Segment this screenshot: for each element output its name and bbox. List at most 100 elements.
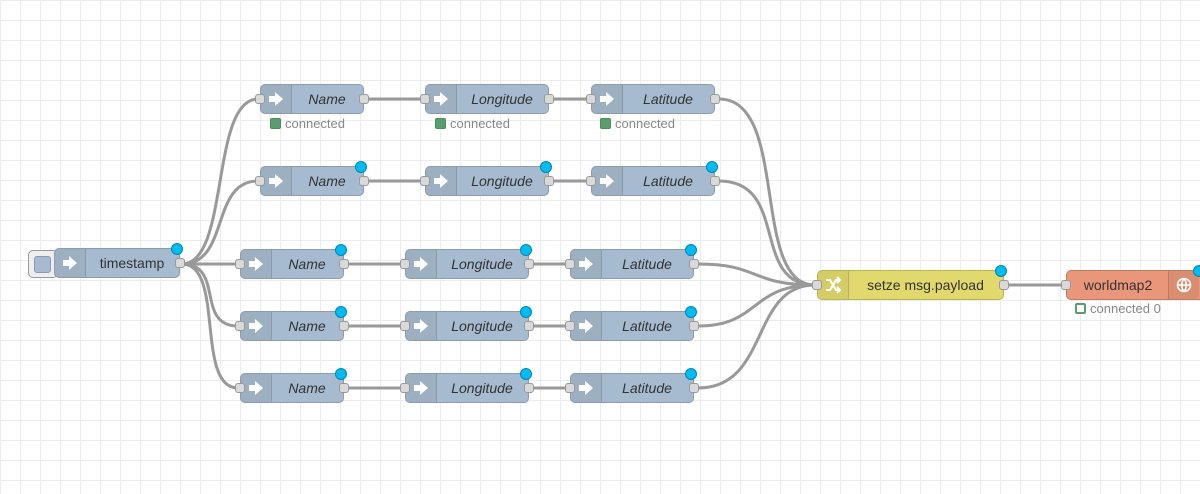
- arrow-in-icon: [261, 85, 292, 113]
- output-port[interactable]: [689, 383, 699, 393]
- input-port[interactable]: [235, 259, 245, 269]
- status-square-icon: [435, 118, 446, 129]
- output-port[interactable]: [710, 94, 720, 104]
- wire: [696, 283, 817, 390]
- node-status: connected: [600, 116, 675, 131]
- arrow-in-icon: [406, 312, 437, 340]
- node-latitude-1[interactable]: Latitude: [586, 84, 720, 114]
- node-label: Longitude: [451, 380, 513, 396]
- wire: [180, 179, 260, 266]
- changed-indicator: [520, 306, 532, 318]
- input-port[interactable]: [255, 94, 265, 104]
- wire: [180, 97, 260, 266]
- node-longitude-3[interactable]: Longitude: [400, 244, 534, 279]
- node-latitude-2[interactable]: Latitude: [586, 161, 720, 196]
- output-port[interactable]: [339, 259, 349, 269]
- status-text: connected: [285, 116, 345, 131]
- node-latitude-5[interactable]: Latitude: [565, 368, 699, 403]
- node-label: Longitude: [471, 91, 533, 107]
- node-label: Name: [288, 318, 326, 334]
- changed-indicator: [706, 161, 718, 173]
- status-square-icon: [270, 118, 281, 129]
- globe-icon: [1168, 271, 1199, 299]
- input-port[interactable]: [255, 176, 265, 186]
- wire: [180, 262, 240, 390]
- arrow-in-icon: [571, 312, 602, 340]
- output-port[interactable]: [544, 176, 554, 186]
- output-port[interactable]: [999, 280, 1009, 290]
- arrow-in-icon: [261, 167, 292, 195]
- input-port[interactable]: [565, 321, 575, 331]
- node-name-4[interactable]: Name: [235, 306, 349, 341]
- worldmap-node[interactable]: worldmap2: [1061, 265, 1200, 300]
- arrow-in-icon: [592, 167, 623, 195]
- output-port[interactable]: [339, 383, 349, 393]
- changed-indicator: [995, 265, 1007, 277]
- node-label: Latitude: [643, 173, 693, 189]
- output-port[interactable]: [359, 94, 369, 104]
- node-label: Latitude: [622, 380, 672, 396]
- input-port[interactable]: [565, 383, 575, 393]
- input-port[interactable]: [235, 383, 245, 393]
- node-label: Longitude: [451, 256, 513, 272]
- output-port[interactable]: [689, 259, 699, 269]
- input-port[interactable]: [812, 280, 822, 290]
- node-name-1[interactable]: Name: [255, 84, 369, 114]
- changed-indicator: [335, 368, 347, 380]
- status-square-icon: [600, 118, 611, 129]
- node-label: worldmap2: [1083, 277, 1153, 293]
- node-status: connected 0: [1075, 301, 1161, 316]
- node-name-3[interactable]: Name: [235, 244, 349, 279]
- input-port[interactable]: [586, 94, 596, 104]
- node-longitude-2[interactable]: Longitude: [420, 161, 554, 196]
- node-name-2[interactable]: Name: [255, 161, 369, 196]
- changed-indicator: [1193, 265, 1200, 277]
- wire: [717, 97, 817, 287]
- output-port[interactable]: [175, 258, 185, 268]
- input-port[interactable]: [586, 176, 596, 186]
- node-label: Name: [308, 173, 346, 189]
- input-port[interactable]: [400, 321, 410, 331]
- output-port[interactable]: [544, 94, 554, 104]
- status-ring-icon: [1075, 303, 1086, 314]
- output-port[interactable]: [524, 259, 534, 269]
- inject-node-timestamp[interactable]: timestamp: [54, 243, 185, 278]
- changed-indicator: [685, 368, 697, 380]
- arrow-in-icon: [592, 85, 623, 113]
- node-latitude-4[interactable]: Latitude: [565, 306, 699, 341]
- shuffle-icon: [818, 271, 849, 299]
- node-longitude-4[interactable]: Longitude: [400, 306, 534, 341]
- changed-indicator: [355, 161, 367, 173]
- node-name-5[interactable]: Name: [235, 368, 349, 403]
- node-label: setze msg.payload: [867, 277, 984, 293]
- output-port[interactable]: [524, 321, 534, 331]
- output-port[interactable]: [359, 176, 369, 186]
- input-port[interactable]: [565, 259, 575, 269]
- status-text: connected 0: [1090, 301, 1161, 316]
- arrow-in-icon: [55, 249, 86, 277]
- node-latitude-3[interactable]: Latitude: [565, 244, 699, 279]
- input-port[interactable]: [400, 259, 410, 269]
- arrow-in-icon: [406, 374, 437, 402]
- input-port[interactable]: [1061, 280, 1071, 290]
- changed-indicator: [335, 244, 347, 256]
- arrow-in-icon: [426, 167, 457, 195]
- status-text: connected: [450, 116, 510, 131]
- input-port[interactable]: [400, 383, 410, 393]
- change-node[interactable]: setze msg.payload: [812, 265, 1009, 300]
- output-port[interactable]: [689, 321, 699, 331]
- output-port[interactable]: [524, 383, 534, 393]
- output-port[interactable]: [710, 176, 720, 186]
- status-text: connected: [615, 116, 675, 131]
- input-port[interactable]: [420, 94, 430, 104]
- node-longitude-5[interactable]: Longitude: [400, 368, 534, 403]
- input-port[interactable]: [420, 176, 430, 186]
- node-longitude-1[interactable]: Longitude: [420, 84, 554, 114]
- input-port[interactable]: [235, 321, 245, 331]
- node-status: connected: [435, 116, 510, 131]
- arrow-in-icon: [241, 374, 272, 402]
- node-label: Longitude: [451, 318, 513, 334]
- arrow-in-icon: [406, 250, 437, 278]
- node-label: Name: [288, 380, 326, 396]
- output-port[interactable]: [339, 321, 349, 331]
